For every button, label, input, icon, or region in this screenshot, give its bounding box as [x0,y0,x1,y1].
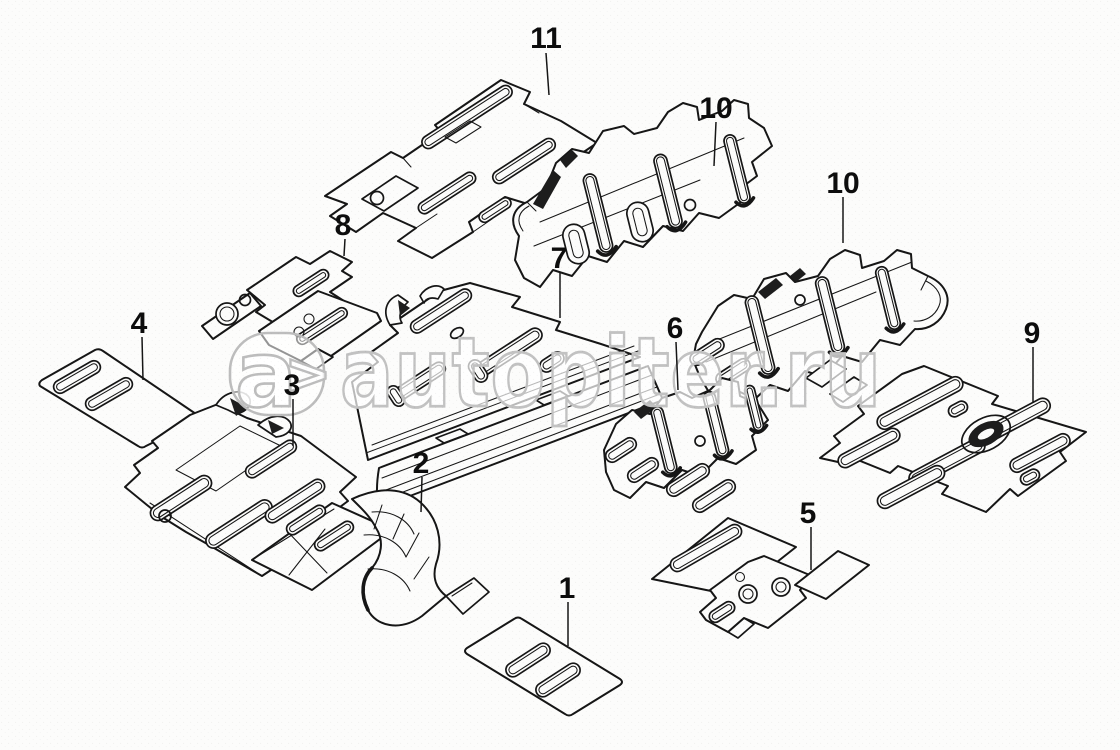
scan-noise-overlay [0,0,1120,750]
exploded-diagram: a > autopiter.ru 11 10 10 8 7 6 4 3 9 2 … [0,0,1120,750]
parts-diagram-canvas: a > autopiter.ru 11 10 10 8 7 6 4 3 9 2 … [0,0,1120,750]
